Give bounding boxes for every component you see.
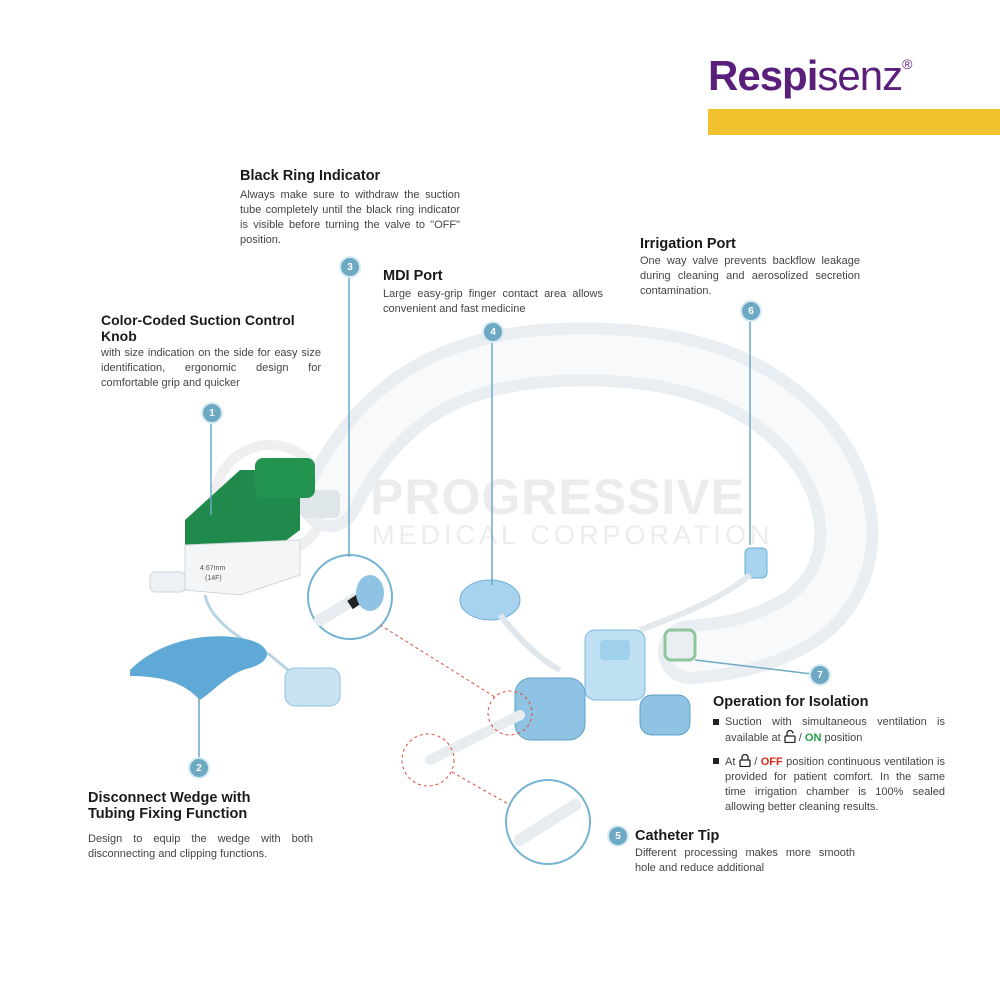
callout-6-text: One way valve prevents backflow leakage … bbox=[640, 255, 860, 297]
callout-7-bullet-2: At / OFF position continuous ventilation… bbox=[713, 753, 945, 815]
brand-name-bold: Respi bbox=[708, 52, 818, 99]
callout-3-text: Always make sure to withdraw the suction… bbox=[240, 189, 460, 246]
callout-6: Irrigation Port One way valve prevents b… bbox=[640, 236, 860, 299]
badge-3: 3 bbox=[339, 256, 361, 278]
callout-4-text: Large easy-grip finger contact area allo… bbox=[383, 288, 603, 315]
callout-2-title-line1: Disconnect Wedge with bbox=[88, 790, 251, 806]
ventilator-port bbox=[639, 694, 691, 736]
badge-5: 5 bbox=[607, 825, 629, 847]
cap bbox=[284, 667, 341, 707]
focus-ring-3 bbox=[487, 690, 533, 736]
valve-cross bbox=[600, 640, 630, 660]
elbow bbox=[514, 677, 586, 741]
mdi-port bbox=[459, 579, 521, 621]
callout-5: Catheter Tip Different processing makes … bbox=[635, 828, 855, 876]
callout-2: Disconnect Wedge with Tubing Fixing Func… bbox=[88, 790, 313, 862]
watermark-line1: PROGRESSIVE bbox=[370, 469, 745, 525]
off-label: OFF bbox=[760, 756, 783, 768]
callout-1-title: Color-Coded Suction Control Knob bbox=[101, 312, 295, 344]
tube-end bbox=[149, 571, 186, 593]
brand-name-light: senz bbox=[817, 52, 903, 99]
callout-5-title: Catheter Tip bbox=[635, 828, 720, 844]
callout-1: Color-Coded Suction Control Knob with si… bbox=[101, 312, 321, 391]
strap bbox=[203, 594, 301, 682]
callout-4-title: MDI Port bbox=[383, 268, 443, 284]
control-knob: 4.67mm (14F) bbox=[184, 458, 315, 596]
callout-7-title: Operation for Isolation bbox=[713, 694, 869, 710]
callout-6-title: Irrigation Port bbox=[640, 236, 736, 252]
green-ring bbox=[663, 628, 697, 662]
callout-4: MDI Port Large easy-grip finger contact … bbox=[383, 268, 603, 317]
irrigation-tube bbox=[638, 572, 752, 633]
callout-3: Black Ring Indicator Always make sure to… bbox=[240, 168, 460, 248]
on-label: ON bbox=[804, 732, 822, 744]
disconnect-wedge bbox=[130, 636, 267, 700]
badge-4: 4 bbox=[482, 321, 504, 343]
knob-fr-label: (14F) bbox=[205, 575, 222, 582]
knob-size-label: 4.67mm bbox=[200, 565, 225, 572]
bullet-1-text: Suction with simultaneous ventilation is… bbox=[725, 716, 945, 744]
callout-5-text: Different processing makes more smooth h… bbox=[635, 847, 855, 874]
bullet-2-text: position continuous ventilation is provi… bbox=[725, 756, 945, 813]
irrigation-port bbox=[744, 547, 768, 579]
focus-ring-5 bbox=[401, 733, 455, 787]
brand-logo: Respisenz® bbox=[708, 52, 912, 100]
badge-7: 7 bbox=[809, 664, 831, 686]
badge-2: 2 bbox=[188, 757, 210, 779]
callout-1-text: with size indication on the side for eas… bbox=[101, 347, 321, 389]
lock-open-icon bbox=[784, 729, 796, 744]
watermark-line2: MEDICAL CORPORATION bbox=[372, 520, 774, 550]
callout-7-bullet-1: Suction with simultaneous ventilation is… bbox=[713, 715, 945, 746]
callout-2-text: Design to equip the wedge with both disc… bbox=[88, 833, 313, 860]
callout-3-title: Black Ring Indicator bbox=[240, 168, 381, 184]
registered-mark: ® bbox=[902, 56, 912, 72]
leader-7 bbox=[694, 659, 813, 675]
callout-7: Operation for Isolation Suction with sim… bbox=[713, 694, 945, 815]
lock-closed-icon bbox=[739, 753, 751, 768]
catheter bbox=[425, 710, 525, 765]
brand-bar bbox=[708, 109, 1000, 135]
callout-2-title-line2: Tubing Fixing Function bbox=[88, 806, 248, 822]
mdi-tube bbox=[497, 613, 562, 673]
badge-1: 1 bbox=[201, 402, 223, 424]
badge-6: 6 bbox=[740, 300, 762, 322]
sleeve-highlight bbox=[310, 334, 867, 672]
